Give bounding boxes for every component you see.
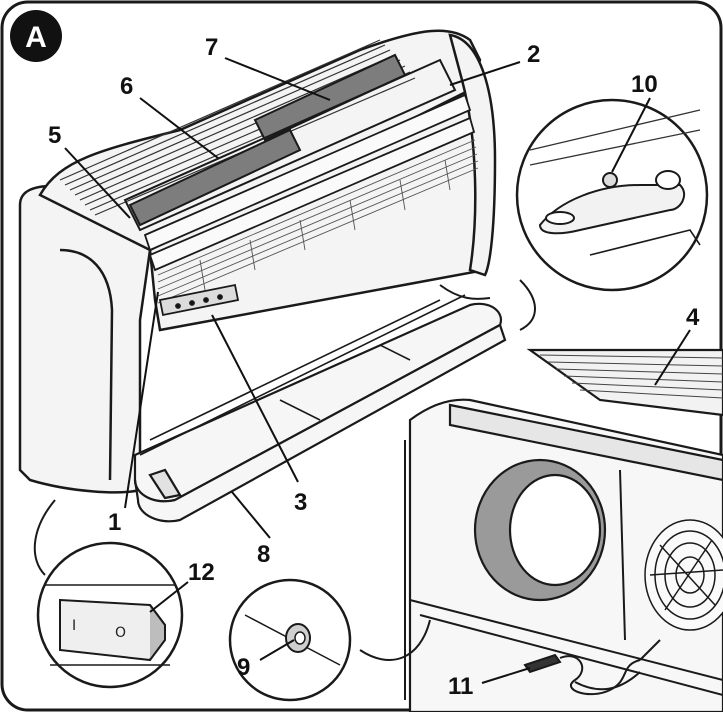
front-vent-grid xyxy=(157,139,479,304)
badge-letter: A xyxy=(25,21,47,54)
callout-11: 11 xyxy=(448,673,473,700)
control-panel xyxy=(158,283,240,317)
front-tray xyxy=(133,302,507,523)
filter-frame-top xyxy=(123,58,457,232)
callout-12: 12 xyxy=(188,559,215,586)
leader-lines xyxy=(64,57,691,684)
leader-4 xyxy=(654,329,691,386)
tray-inner-slot xyxy=(148,468,182,500)
detail-switch: I O xyxy=(36,541,184,689)
leader-9 xyxy=(259,639,295,661)
detail-drain-screw xyxy=(515,98,709,292)
leader-6 xyxy=(139,97,219,159)
leader-10 xyxy=(611,97,651,173)
leader-12 xyxy=(149,581,189,613)
leader-5 xyxy=(64,147,131,219)
callout-3: 3 xyxy=(294,489,307,516)
power-cord xyxy=(523,639,661,696)
connector-curves xyxy=(33,279,536,661)
leader-2 xyxy=(449,61,521,86)
leader-7 xyxy=(224,57,331,101)
callout-labels: 1 2 3 4 5 6 7 8 9 10 11 12 xyxy=(48,34,700,700)
callout-1: 1 xyxy=(108,509,121,536)
switch-on-mark: I xyxy=(72,618,76,634)
callout-9: 9 xyxy=(237,654,250,681)
callout-5: 5 xyxy=(48,122,61,149)
callout-6: 6 xyxy=(120,73,133,100)
callout-4: 4 xyxy=(686,304,700,331)
filters xyxy=(123,53,457,232)
leader-8 xyxy=(231,491,271,539)
leader-3 xyxy=(211,314,299,483)
detail-plug xyxy=(228,578,352,702)
callout-8: 8 xyxy=(257,541,270,568)
tray-front-edge xyxy=(133,323,507,523)
tray-channel xyxy=(139,294,466,456)
callout-10: 10 xyxy=(631,71,658,98)
unit-right-curve xyxy=(448,33,497,277)
duct-opening xyxy=(473,458,607,602)
callout-7: 7 xyxy=(205,34,218,61)
switch-off-mark: O xyxy=(115,625,126,641)
callout-2: 2 xyxy=(527,41,540,68)
front-louvres xyxy=(143,93,476,272)
figure-badge: A xyxy=(10,10,62,62)
leader-11 xyxy=(481,667,531,684)
screw-10-icon xyxy=(602,172,618,188)
unit-side-curve xyxy=(59,248,114,481)
rear-top-rail xyxy=(448,403,723,482)
fan-grille xyxy=(644,519,723,631)
filter-6 xyxy=(128,128,302,227)
leader-1 xyxy=(124,291,159,509)
